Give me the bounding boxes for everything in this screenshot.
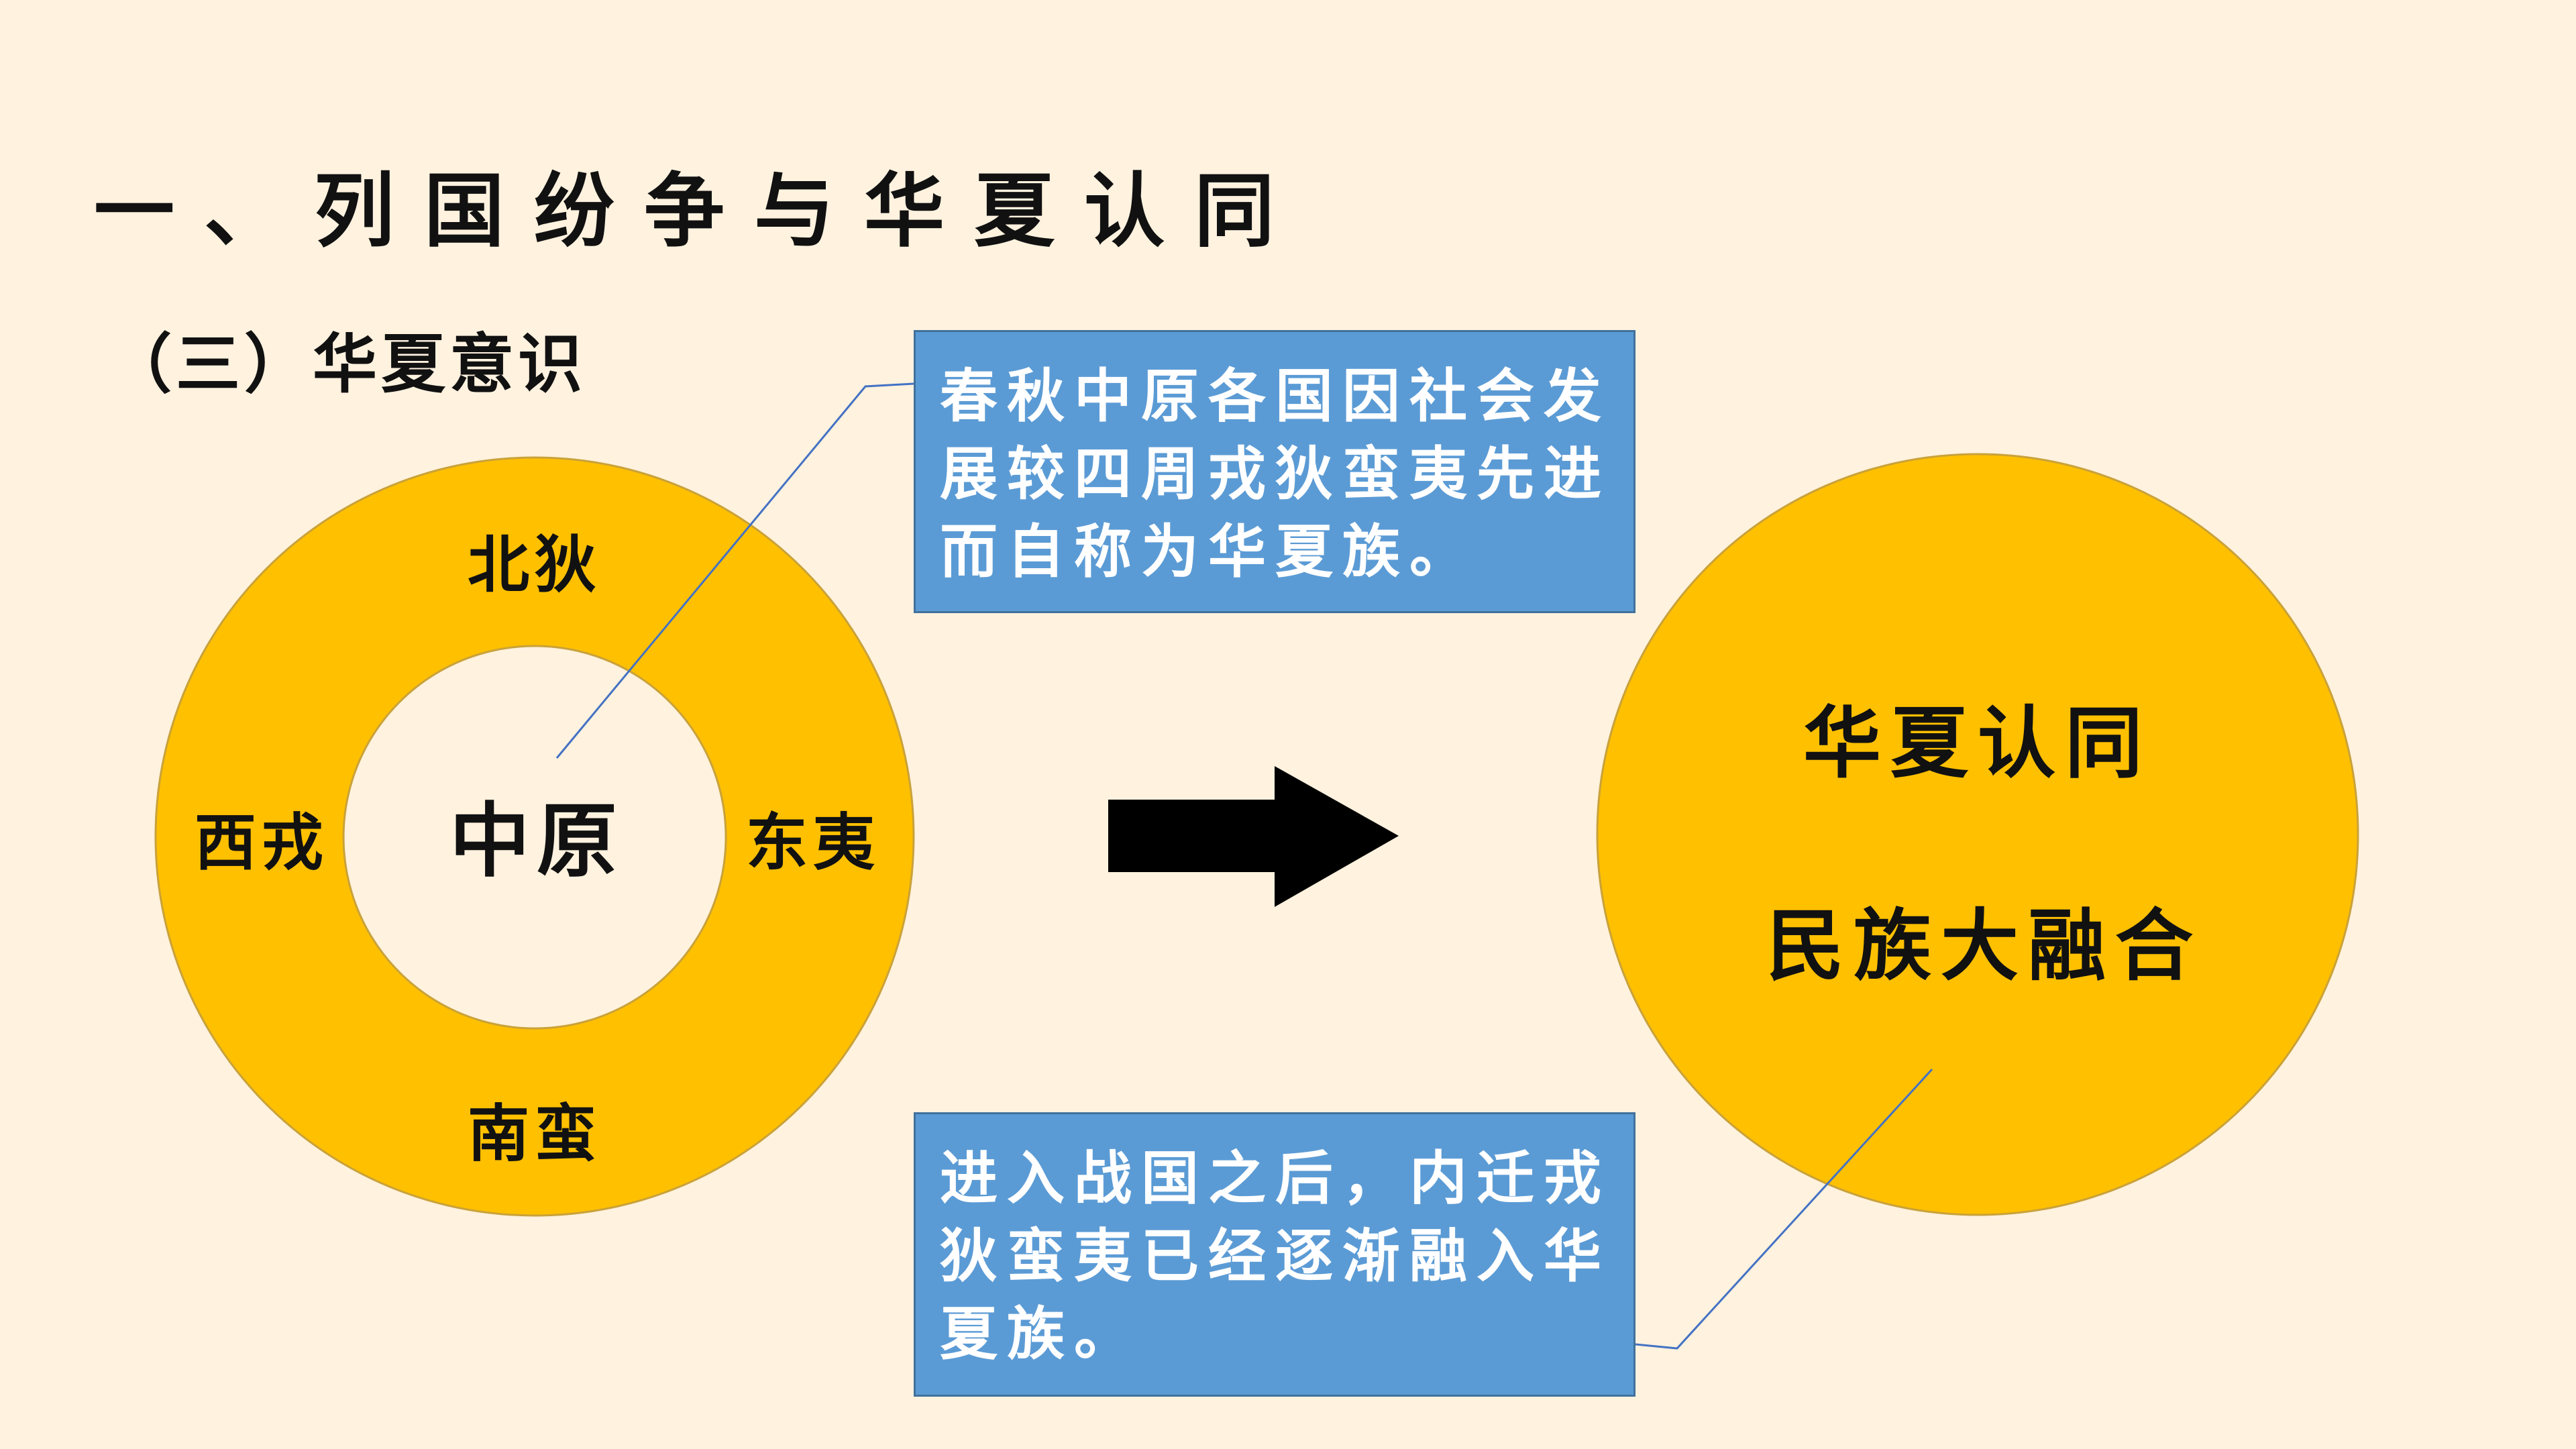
right-arrow-icon	[1108, 766, 1399, 907]
ring-center-label: 中原	[449, 794, 624, 888]
result-label-fusion: 民族大融合	[1766, 900, 2202, 991]
callout-top: 春秋中原各国因社会发展较四周戎狄蛮夷先进而自称为华夏族。	[914, 330, 1635, 613]
result-label-identity: 华夏认同	[1803, 698, 2152, 789]
callout-bottom-leader	[1635, 1068, 1933, 1350]
page-title: 一、列国纷争与华夏认同	[94, 164, 1304, 258]
peripheral-ring	[154, 456, 915, 1217]
callout-top-leader	[555, 382, 914, 759]
ring-label-south: 南蛮	[467, 1097, 602, 1170]
ring-label-north: 北狄	[467, 529, 602, 601]
callout-bottom: 进入战国之后，内迁戎狄蛮夷已经逐渐融入华夏族。	[914, 1112, 1635, 1397]
ring-label-east: 东夷	[745, 806, 881, 879]
result-circle	[1596, 453, 2359, 1216]
ring-label-west: 西戎	[194, 806, 329, 879]
section-subtitle: （三）华夏意识	[107, 326, 586, 402]
